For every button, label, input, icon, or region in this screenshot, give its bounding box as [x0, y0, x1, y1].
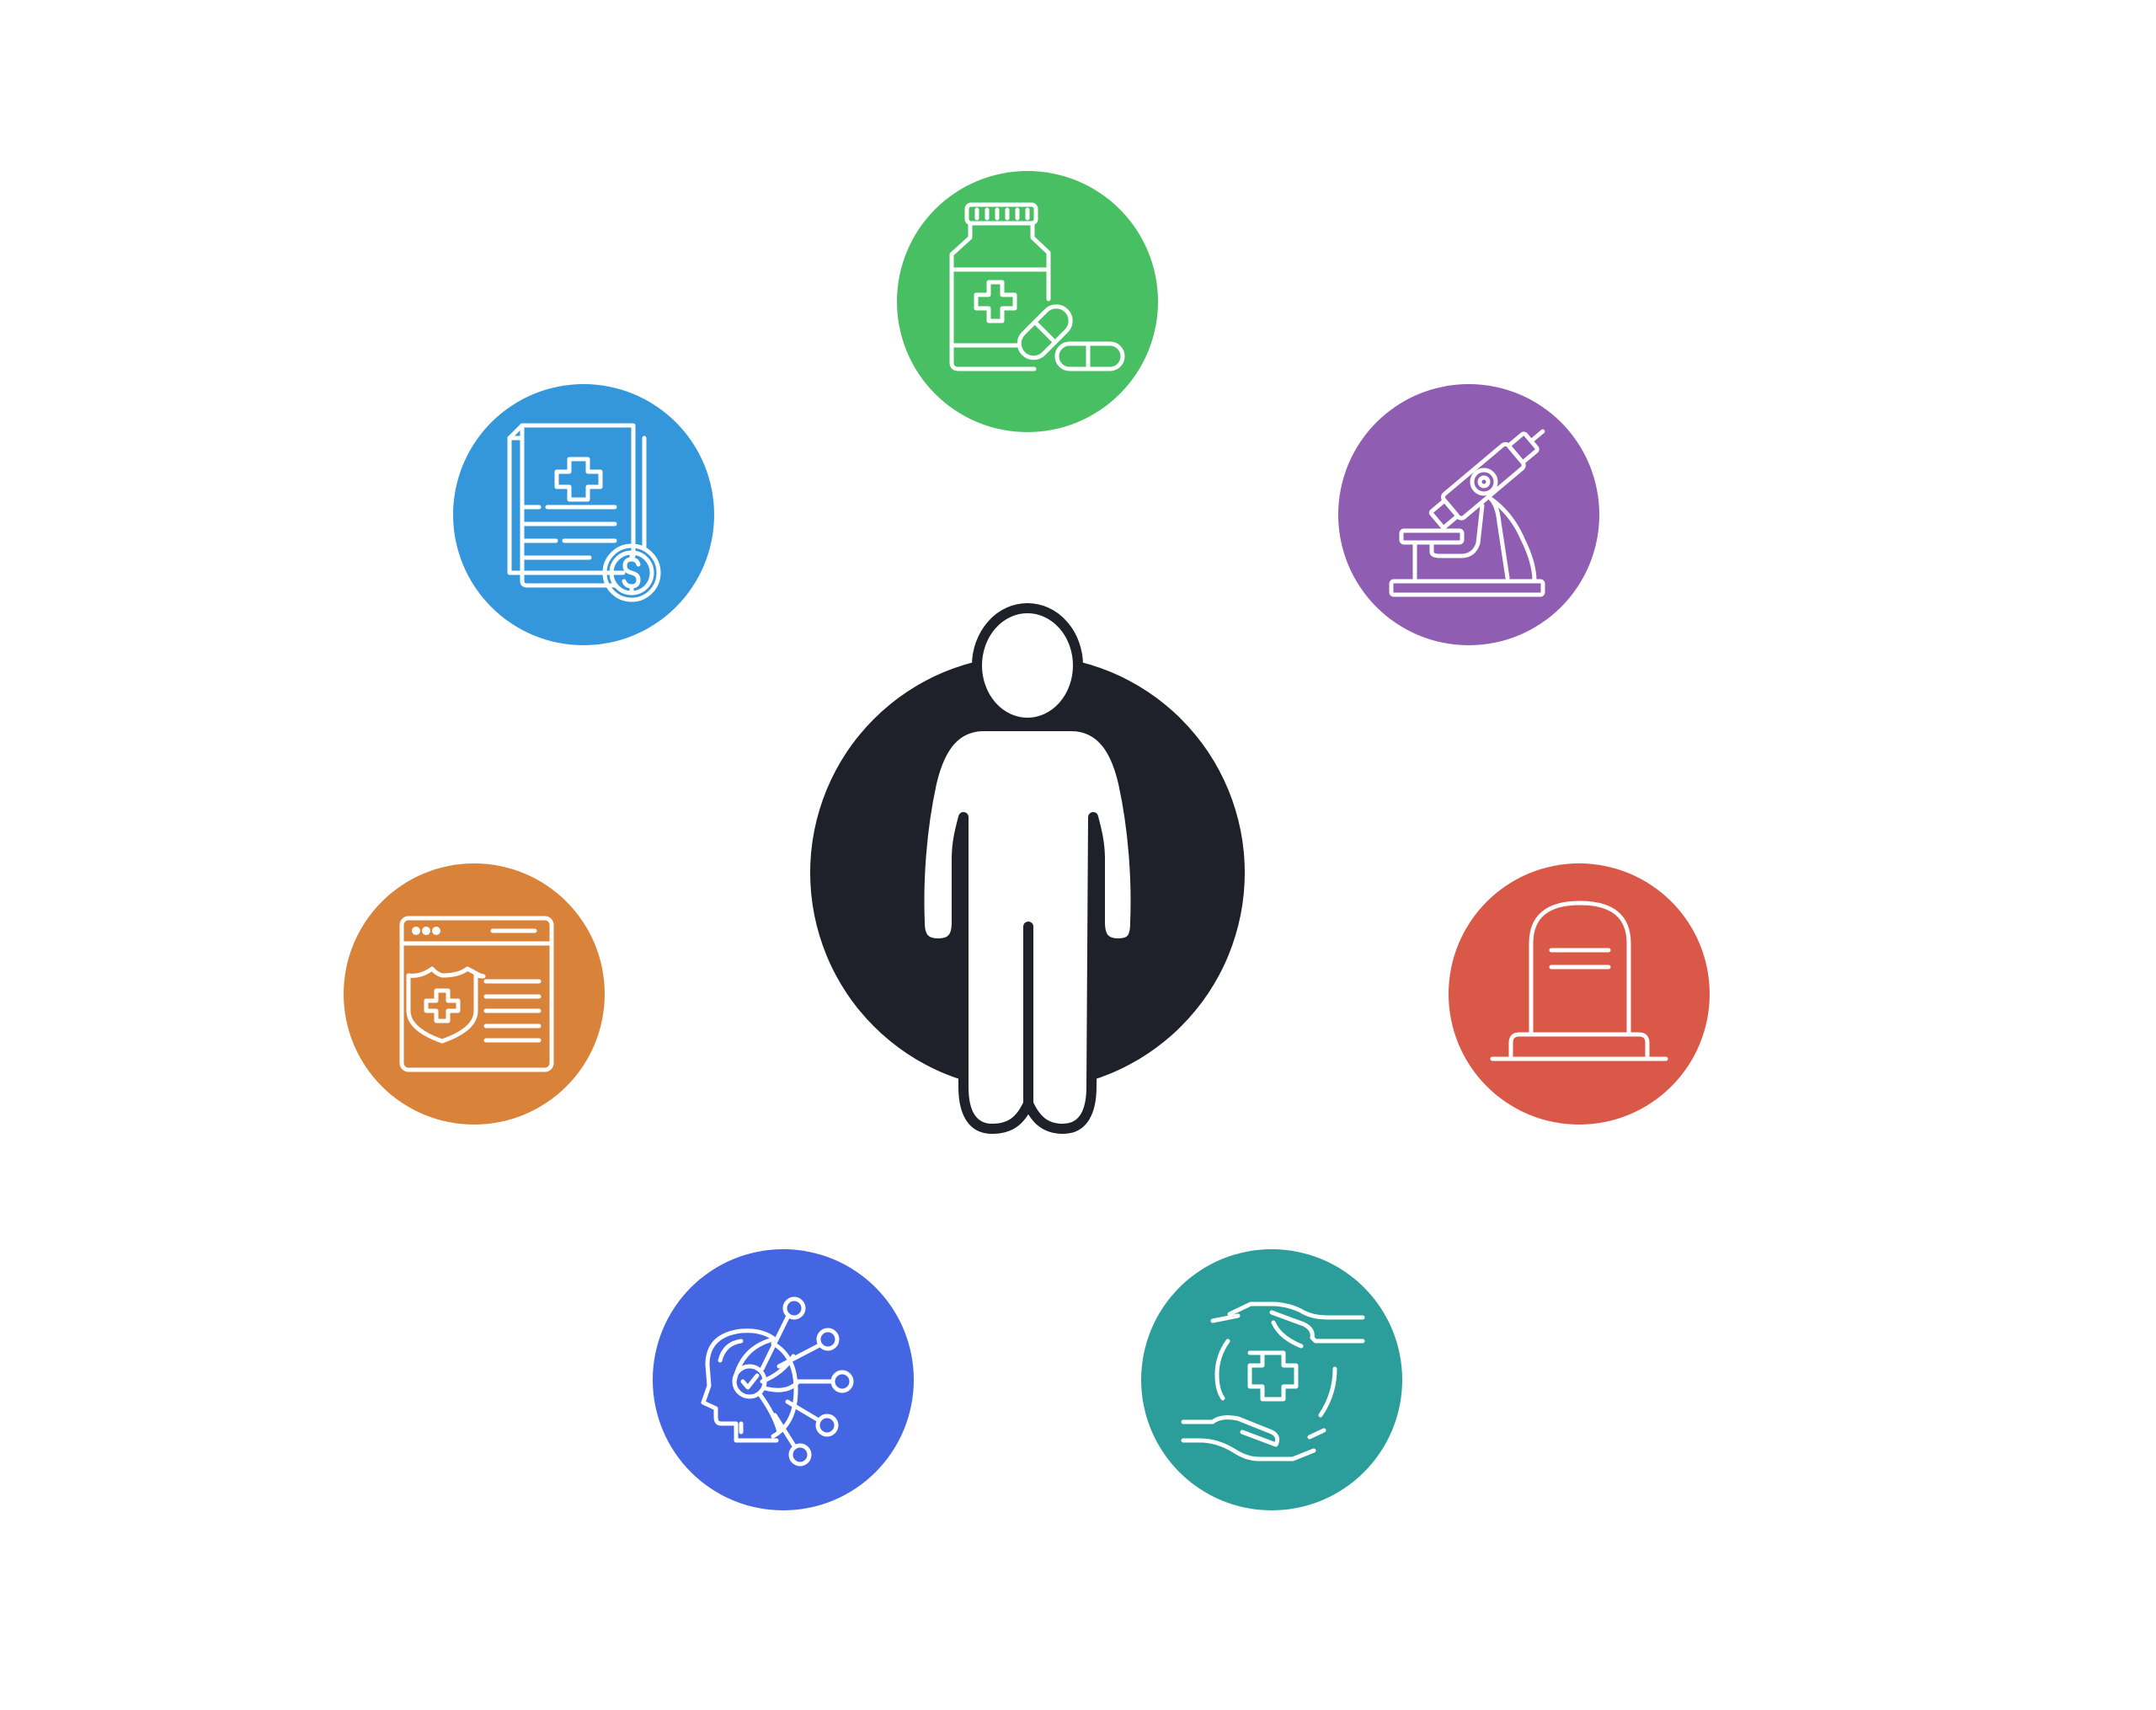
node-records	[344, 863, 605, 1125]
connector-lines	[597, 455, 1449, 1248]
tombstone-icon	[1490, 900, 1668, 1061]
connector-care	[1118, 1111, 1214, 1248]
node-care	[1141, 1249, 1402, 1510]
node-care-disc	[1141, 1249, 1402, 1510]
pill-bottle-icon	[949, 202, 1125, 371]
person-icon	[914, 603, 1141, 1134]
connector-records	[597, 908, 809, 979]
connector-mortality	[1246, 908, 1449, 979]
center-hub	[810, 603, 1245, 1134]
connector-research	[1153, 588, 1340, 726]
node-medication	[897, 171, 1158, 432]
connector-cognition	[832, 1111, 928, 1248]
brain-network-icon	[701, 1296, 854, 1467]
node-cognition	[653, 1249, 914, 1510]
medical-bill-icon	[507, 423, 661, 602]
health-record-window-icon	[399, 916, 554, 1072]
person-head	[972, 603, 1083, 728]
node-cognition-disc	[653, 1249, 914, 1510]
connector-billing	[707, 588, 894, 726]
node-billing	[453, 384, 714, 645]
node-mortality	[1449, 863, 1710, 1125]
caring-hands-icon	[1181, 1301, 1365, 1462]
node-research	[1338, 384, 1599, 645]
microscope-icon	[1389, 429, 1545, 597]
